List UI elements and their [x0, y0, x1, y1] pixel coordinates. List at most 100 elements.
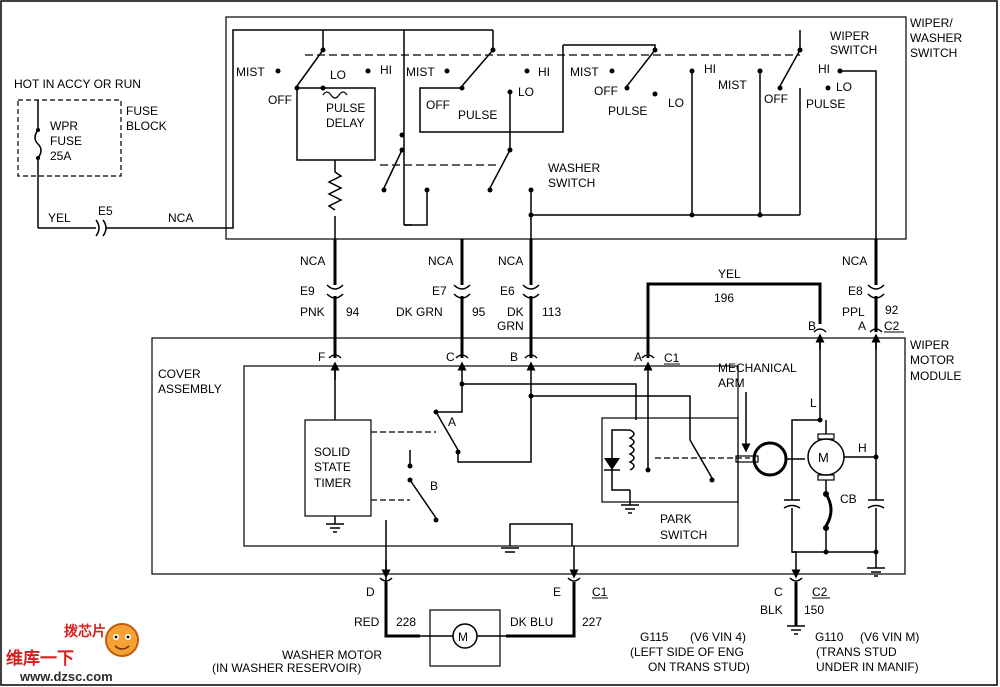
module-title-1: WIPER	[910, 338, 950, 352]
sw3-mist-label: MIST	[570, 65, 599, 79]
sw4-mist-label: MIST	[718, 78, 747, 92]
motor-h-label: H	[858, 441, 867, 455]
sw4-off-label: OFF	[764, 92, 788, 106]
switch-title-2: WASHER	[910, 31, 963, 45]
g110-label: G110	[815, 630, 844, 644]
wire-e8-nca: NCA	[842, 254, 867, 268]
watermark-url: www.dzsc.com	[19, 669, 113, 684]
wire-grn: GRN	[497, 319, 524, 333]
fuse-label-3: 25A	[50, 149, 71, 163]
circuit-95: 95	[472, 305, 486, 319]
sw3-hi-label: HI	[704, 62, 716, 76]
sw3-off-label: OFF	[594, 84, 618, 98]
sw2-pulse-label: PULSE	[458, 108, 497, 122]
timer-label-1: SOLID	[314, 445, 350, 459]
park-diode	[604, 458, 620, 470]
wiper-motor-module: WIPER MOTOR MODULE COVER ASSEMBLY F C B …	[151, 319, 961, 600]
switch-title-3: SWITCH	[910, 46, 957, 60]
conn-f: F	[318, 350, 325, 364]
conn-c: C	[446, 350, 455, 364]
sw3-pulse-label: PULSE	[608, 104, 647, 118]
washer-motor-sub: (IN WASHER RESERVOIR)	[212, 661, 361, 675]
conn-e7: E7	[432, 284, 447, 298]
motor-l-label: L	[810, 396, 817, 410]
mech-arm-label-1: MECHANICAL	[718, 361, 797, 375]
washer-motor-label: WASHER MOTOR	[282, 648, 382, 662]
g115-loc-1: (LEFT SIDE OF ENG	[630, 645, 744, 659]
timer-label-3: TIMER	[314, 476, 352, 490]
conn-d: D	[366, 585, 375, 599]
sw2-lo-label: LO	[518, 85, 534, 99]
fuse-element	[34, 129, 42, 159]
wiper-switch-label-1: WIPER	[830, 29, 870, 43]
sw4-lo-label: LO	[836, 80, 852, 94]
wire-dkblu: DK BLU	[510, 615, 553, 629]
cover-label-1: COVER	[158, 367, 201, 381]
g115-label: G115	[640, 630, 669, 644]
hot-label: HOT IN ACCY OR RUN	[14, 77, 141, 91]
g115-loc-2: ON TRANS STUD)	[648, 660, 750, 674]
conn-c2-lower: C2	[812, 585, 828, 599]
conn-e8: E8	[848, 284, 863, 298]
conn-e9: E9	[300, 284, 315, 298]
cb-label: CB	[840, 492, 857, 506]
harness-wires: NCA E9 PNK 94 NCA E7 DK GRN 95 NCA E6 DK…	[300, 239, 899, 358]
wire-yel-label: YEL	[48, 211, 71, 225]
module-title-3: MODULE	[910, 369, 961, 383]
watermark-mascot-icon	[105, 623, 139, 657]
wiper-switch-label-2: SWITCH	[830, 43, 877, 57]
sw1-lo-label: LO	[330, 68, 346, 82]
sw1-off-label: OFF	[268, 93, 292, 107]
wire-ppl: PPL	[842, 305, 865, 319]
pulse-delay-label-2: DELAY	[326, 116, 364, 130]
conn-b: B	[510, 350, 518, 364]
circuit-92: 92	[885, 303, 899, 317]
g110-note: (V6 VIN M)	[860, 630, 919, 644]
conn-e: E	[553, 585, 561, 599]
conn-a: A	[634, 350, 642, 364]
conn-c2: C2	[884, 319, 900, 333]
circuit-196: 196	[714, 291, 734, 305]
fuse-label-1: WPR	[50, 119, 78, 133]
wire-dk: DK	[507, 305, 524, 319]
circuit-94: 94	[346, 305, 360, 319]
sw4-pulse-label: PULSE	[806, 97, 845, 111]
watermark-cn: 维库一下	[6, 648, 74, 669]
watermark-logo-text: 拨芯片	[64, 623, 106, 640]
fuse-block: HOT IN ACCY OR RUN FUSE BLOCK WPR FUSE 2…	[14, 77, 167, 228]
park-label-2: SWITCH	[660, 528, 707, 542]
pulse-delay-label-1: PULSE	[326, 101, 365, 115]
wire-e7-nca: NCA	[428, 254, 453, 268]
watermark: 拨芯片 维库一下 www.dzsc.com	[6, 623, 139, 684]
cam-gear	[752, 441, 788, 477]
wire-red: RED	[354, 615, 380, 629]
g110-loc-1: (TRANS STUD	[816, 645, 897, 659]
sw1-hi-label: HI	[380, 63, 392, 77]
cover-label-2: ASSEMBLY	[158, 382, 222, 396]
switch-title-1: WIPER/	[910, 16, 953, 30]
sw3-lo-label: LO	[668, 96, 684, 110]
wire-dkgrn: DK GRN	[396, 305, 443, 319]
fuse-label-2: FUSE	[50, 134, 82, 148]
washer-switch-label-2: SWITCH	[548, 176, 595, 190]
conn-e5-label: E5	[98, 204, 113, 218]
conn-c1-lower: C1	[592, 585, 608, 599]
park-coil	[628, 429, 635, 471]
solid-state-timer	[304, 419, 372, 517]
g110-loc-2: UNDER IN MANIF)	[816, 660, 919, 674]
wire-blk: BLK	[760, 603, 783, 617]
washer-motor-m: M	[458, 630, 468, 644]
wire-e9-nca: NCA	[300, 254, 325, 268]
circuit-breaker	[824, 493, 833, 527]
wiper-washer-switch-box: WIPER/ WASHER SWITCH WIPER SWITCH WASHER…	[225, 16, 963, 240]
grounds: BLK 150 G115 (V6 VIN 4) (LEFT SIDE OF EN…	[630, 582, 919, 674]
wire-e6-nca: NCA	[498, 254, 523, 268]
circuit-150: 150	[804, 603, 824, 617]
sw2-hi-label: HI	[538, 65, 550, 79]
sw2-mist-label: MIST	[406, 65, 435, 79]
sw1-mist-label: MIST	[236, 65, 265, 79]
sw4-hi-label: HI	[818, 62, 830, 76]
washer-motor: RED 228 DK BLU 227 M WASHER MOTOR (IN WA…	[212, 582, 602, 675]
